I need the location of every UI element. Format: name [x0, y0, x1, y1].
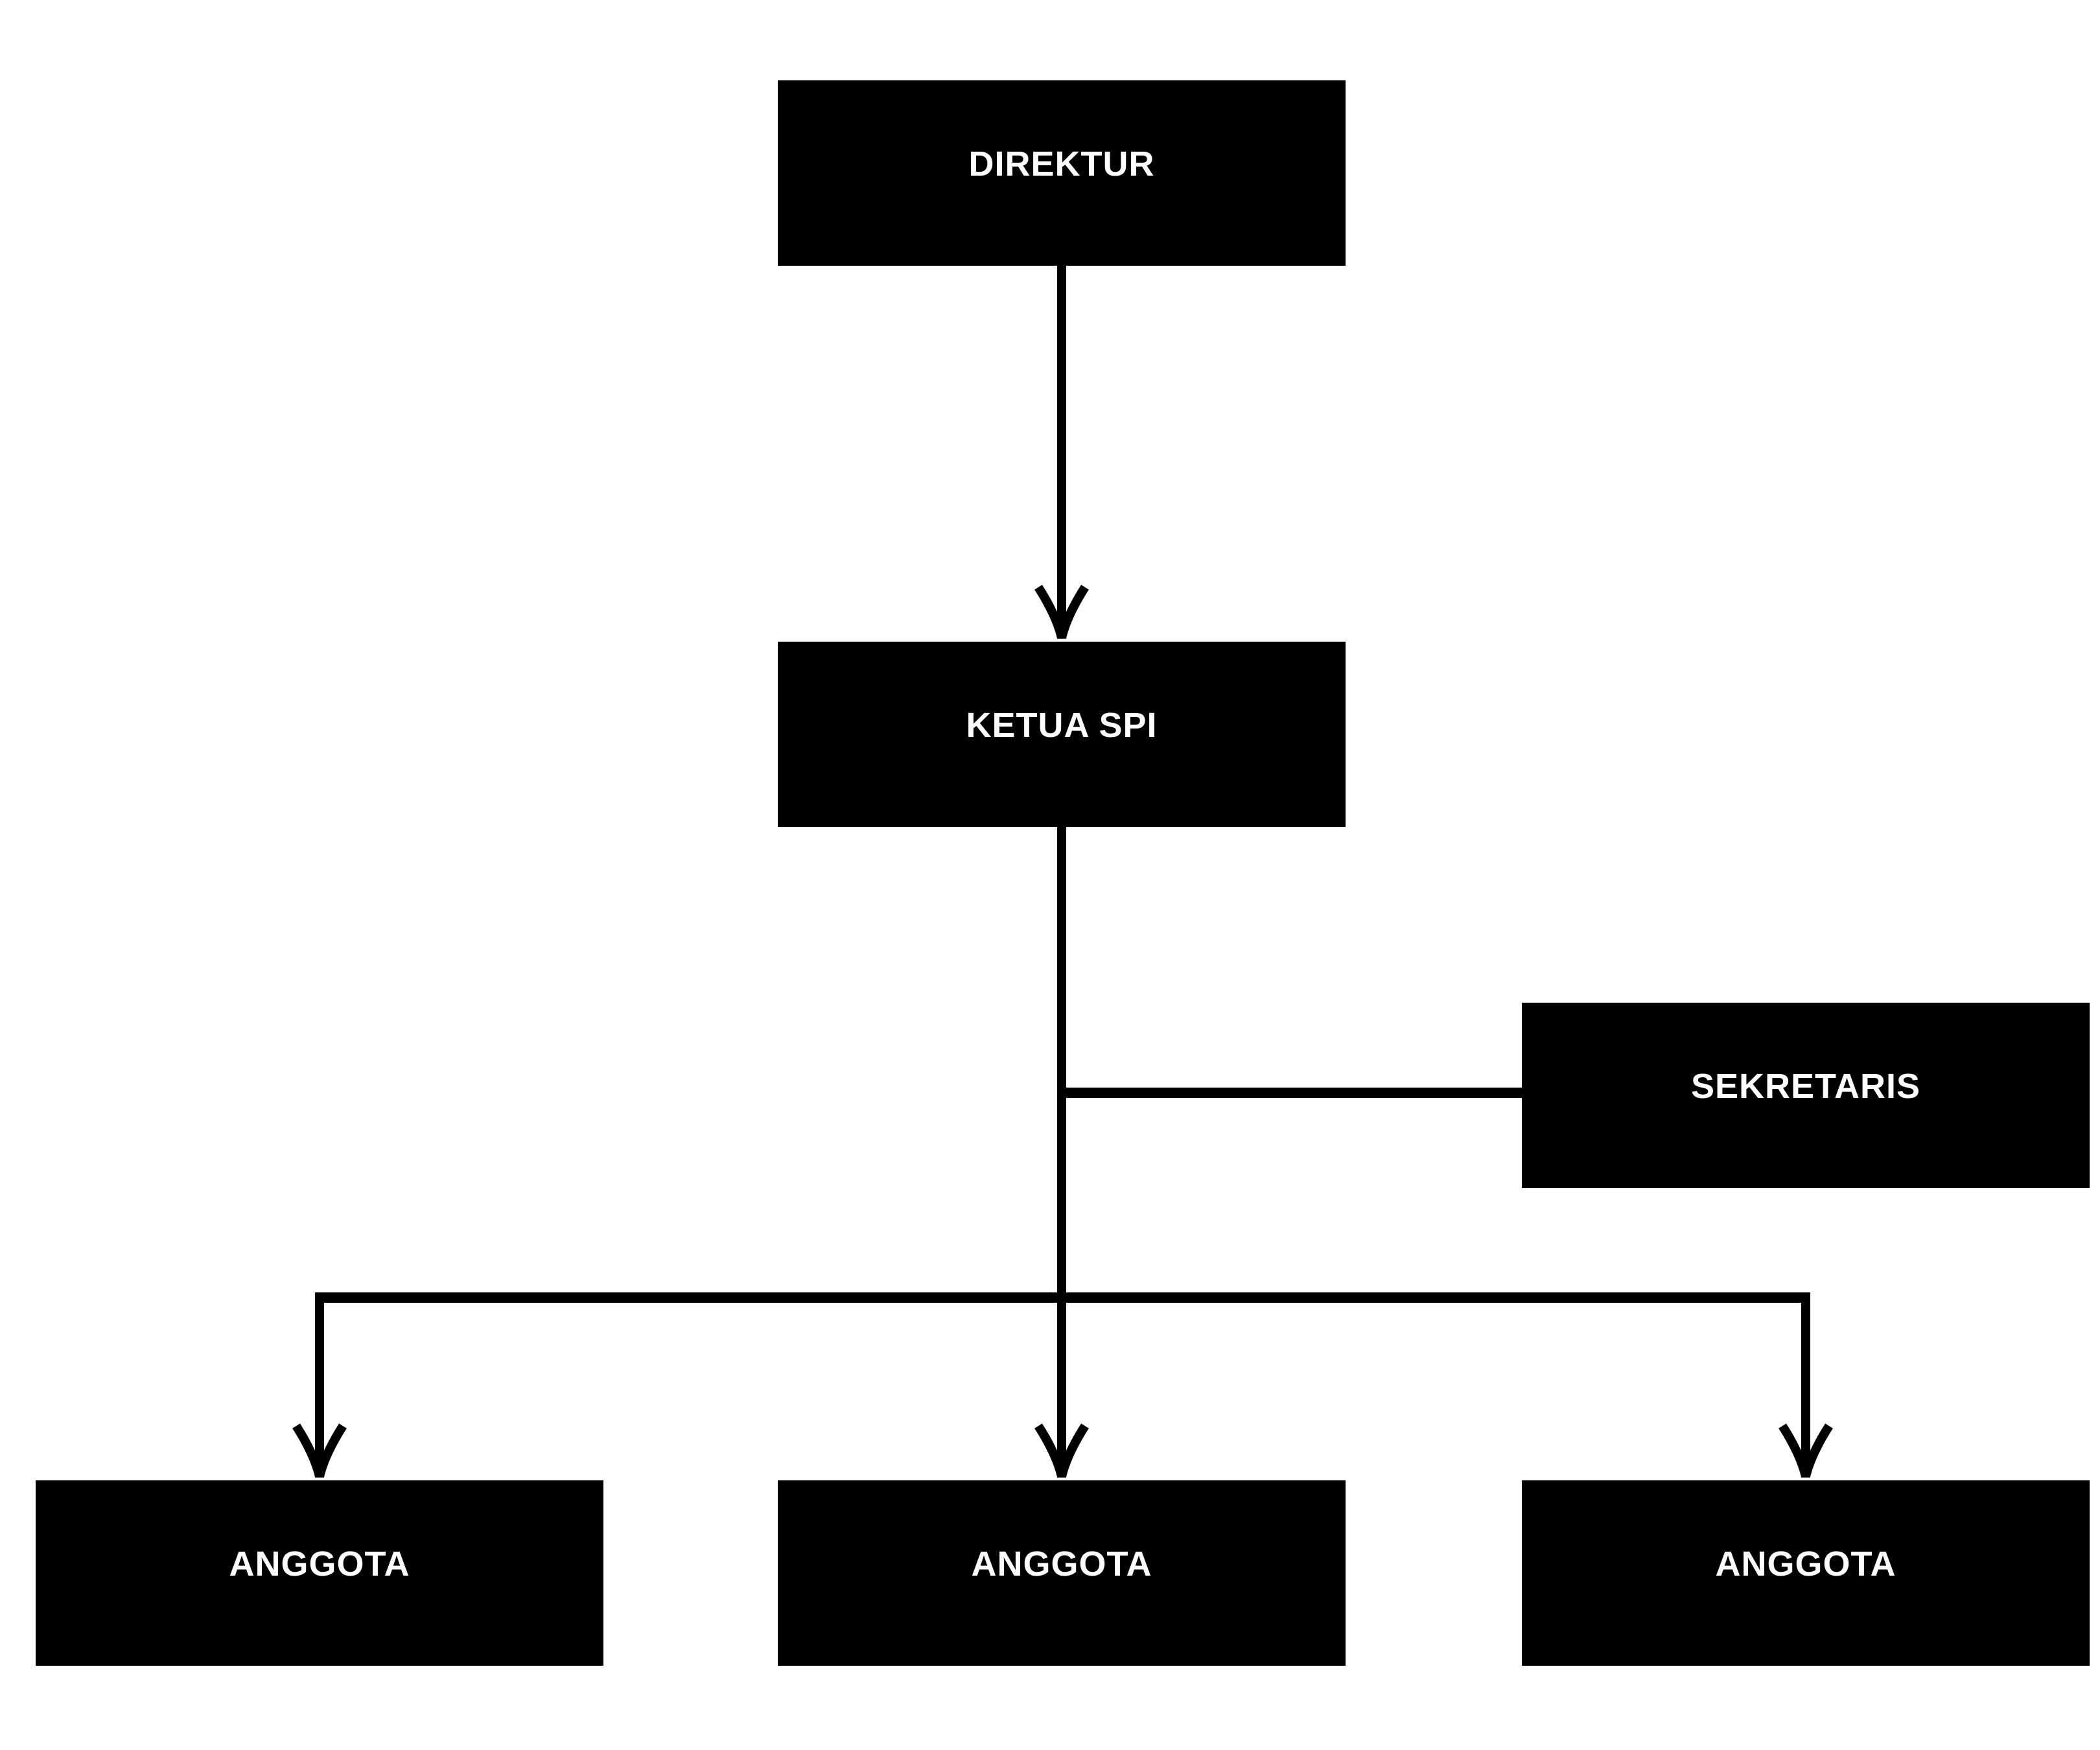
node-anggota-1-label: ANGGOTA — [229, 1545, 410, 1583]
node-sekretaris-label: SEKRETARIS — [1690, 1067, 1921, 1106]
node-anggota-1: ANGGOTA — [36, 1480, 603, 1666]
node-direktur: DIREKTUR — [778, 80, 1346, 266]
node-ketua-spi: KETUA SPI — [778, 642, 1346, 827]
node-anggota-2-label: ANGGOTA — [971, 1545, 1152, 1583]
edge-anggota-2-arrowhead-icon — [1034, 1423, 1089, 1478]
node-ketua-spi-label: KETUA SPI — [966, 706, 1158, 745]
node-anggota-2: ANGGOTA — [778, 1480, 1346, 1666]
edge-direktur-ketua-arrowhead-icon — [1034, 585, 1089, 639]
node-anggota-3-label: ANGGOTA — [1715, 1545, 1896, 1583]
edge-anggota-1-arrowhead-icon — [292, 1423, 347, 1478]
node-direktur-label: DIREKTUR — [968, 145, 1155, 183]
node-sekretaris: SEKRETARIS — [1522, 1003, 2090, 1188]
node-anggota-3: ANGGOTA — [1522, 1480, 2090, 1666]
edge-anggota-3-arrowhead-icon — [1779, 1423, 1833, 1478]
